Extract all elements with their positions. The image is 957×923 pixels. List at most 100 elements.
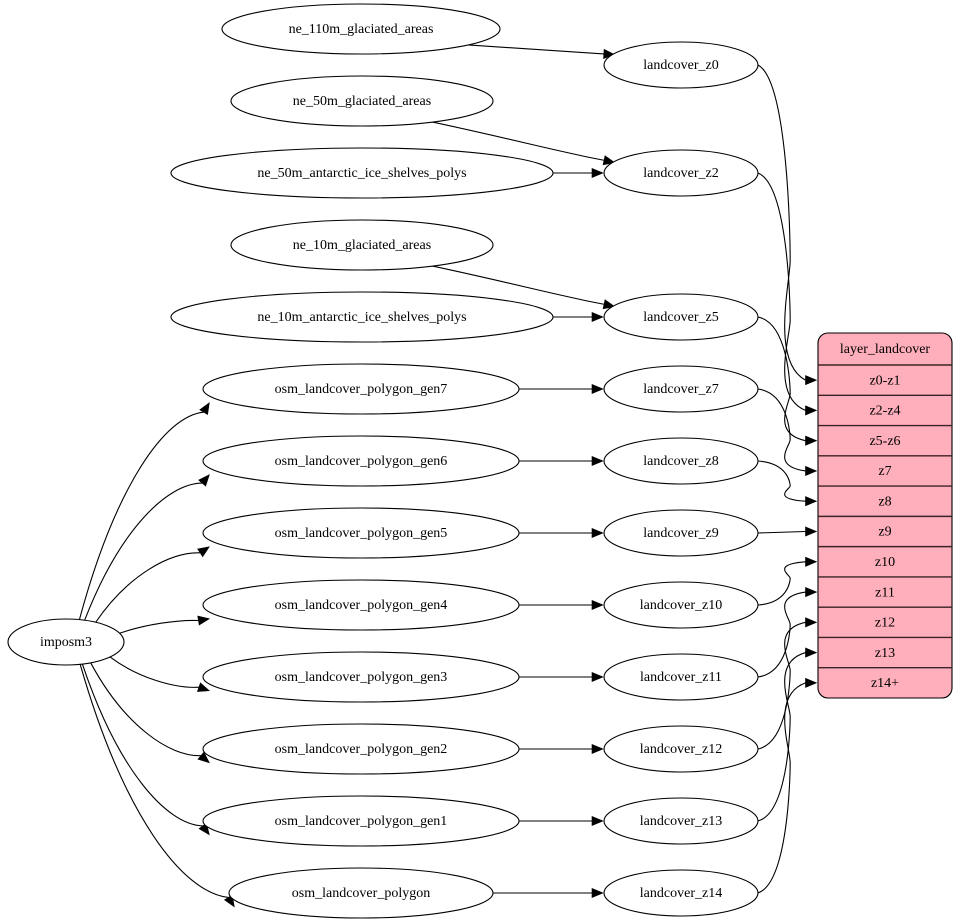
edge-line	[757, 561, 806, 606]
node-ellipse	[228, 867, 494, 919]
node-label: landcover_z10	[640, 598, 722, 613]
node-label: landcover_z5	[643, 310, 718, 325]
node-landcover_z10[interactable]: landcover_z10	[603, 581, 759, 629]
edge-arrowhead	[805, 465, 818, 477]
node-ne_110m_glaciated_areas[interactable]: ne_110m_glaciated_areas	[221, 3, 501, 55]
edge-landcover_z7-to-row-z7	[757, 388, 818, 477]
node-landcover_z8[interactable]: landcover_z8	[603, 437, 759, 485]
node-label: osm_landcover_polygon	[292, 886, 430, 901]
edge-line	[757, 591, 806, 678]
edge-line	[90, 662, 201, 757]
node-landcover_z11[interactable]: landcover_z11	[603, 653, 759, 701]
node-ellipse	[603, 581, 759, 629]
node-label: landcover_z13	[640, 814, 722, 829]
node-ellipse	[202, 579, 520, 631]
node-ellipse	[603, 365, 759, 413]
edge-osm_landcover_polygon_gen3-to-landcover_z11	[519, 671, 604, 683]
node-ne_10m_antarctic_ice_shelves_polys[interactable]: ne_10m_antarctic_ice_shelves_polys	[170, 291, 554, 343]
edge-arrowhead	[196, 682, 211, 692]
edge-arrowhead	[805, 556, 818, 567]
table-row-label: z10	[875, 555, 895, 570]
node-ellipse	[202, 435, 520, 487]
edge-arrowhead	[805, 526, 818, 537]
node-landcover_z14[interactable]: landcover_z14	[603, 869, 759, 917]
edge-arrowhead	[591, 527, 604, 539]
table-row-label: z14+	[871, 676, 899, 691]
table-row-label: z7	[878, 464, 891, 479]
edge-landcover_z2-to-row-z2-z4	[757, 172, 818, 416]
node-ellipse	[603, 509, 759, 557]
table-row-label: z8	[878, 494, 891, 509]
edge-imposm3-to-osm_landcover_polygon_gen1	[81, 663, 210, 836]
node-ellipse	[603, 797, 759, 845]
node-label: osm_landcover_polygon_gen4	[275, 598, 448, 613]
edge-line	[757, 652, 806, 822]
edge-osm_landcover_polygon-to-landcover_z14	[493, 887, 604, 899]
node-label: osm_landcover_polygon_gen6	[275, 454, 448, 469]
node-ellipse	[170, 291, 554, 343]
edge-landcover_z14-to-row-z14plus	[757, 677, 818, 894]
table-row-label: z9	[878, 525, 891, 540]
edge-arrowhead	[197, 751, 210, 764]
node-label: ne_10m_glaciated_areas	[293, 238, 431, 253]
node-ne_10m_glaciated_areas[interactable]: ne_10m_glaciated_areas	[230, 219, 494, 271]
node-osm_landcover_polygon_gen4[interactable]: osm_landcover_polygon_gen4	[202, 579, 520, 631]
edge-line	[757, 460, 806, 502]
edge-osm_landcover_polygon_gen6-to-landcover_z8	[519, 455, 604, 467]
edge-arrowhead	[591, 671, 604, 683]
nodes-layer: imposm3 ne_110m_glaciated_areas ne_50m_gla…	[7, 3, 759, 919]
node-landcover_z12[interactable]: landcover_z12	[603, 725, 759, 773]
edge-line	[757, 388, 806, 472]
node-ne_50m_glaciated_areas[interactable]: ne_50m_glaciated_areas	[230, 75, 494, 127]
node-label: landcover_z12	[640, 742, 722, 757]
edge-arrowhead	[591, 743, 604, 755]
node-label: landcover_z9	[643, 526, 718, 541]
node-osm_landcover_polygon_gen3[interactable]: osm_landcover_polygon_gen3	[202, 651, 520, 703]
node-ellipse	[230, 219, 494, 271]
node-label: imposm3	[40, 635, 92, 650]
layer-landcover-table: layer_landcoverz0-z1z2-z4z5-z6z7z8z9z10z…	[817, 332, 953, 699]
node-landcover_z2[interactable]: landcover_z2	[603, 149, 759, 197]
edge-arrowhead	[198, 474, 210, 487]
node-label: landcover_z0	[643, 58, 718, 73]
edge-line	[757, 172, 806, 411]
edge-arrowhead	[805, 647, 818, 658]
edge-arrowhead	[591, 455, 604, 467]
edge-imposm3-to-osm_landcover_polygon_gen5	[95, 546, 210, 623]
node-landcover_z7[interactable]: landcover_z7	[603, 365, 759, 413]
edge-imposm3-to-osm_landcover_polygon_gen4	[119, 615, 211, 634]
edge-arrowhead	[805, 375, 818, 386]
edge-landcover_z12-to-row-z12	[757, 617, 818, 750]
edge-arrowhead	[805, 617, 818, 628]
node-osm_landcover_polygon[interactable]: osm_landcover_polygon	[228, 867, 494, 919]
edge-imposm3-to-osm_landcover_polygon_gen3	[109, 656, 211, 692]
node-landcover_z0[interactable]: landcover_z0	[603, 41, 759, 89]
edge-osm_landcover_polygon_gen1-to-landcover_z13	[519, 815, 604, 827]
edge-line	[757, 316, 806, 442]
node-ne_50m_antarctic_ice_shelves_polys[interactable]: ne_50m_antarctic_ice_shelves_polys	[170, 147, 554, 199]
edge-arrowhead	[591, 887, 604, 899]
node-landcover_z13[interactable]: landcover_z13	[603, 797, 759, 845]
edge-ne_10m_antarctic_ice_shelves_polys-to-landcover_z5	[553, 311, 604, 323]
edge-line	[468, 44, 604, 55]
node-landcover_z9[interactable]: landcover_z9	[603, 509, 759, 557]
table-header-label: layer_landcover	[840, 342, 931, 357]
node-osm_landcover_polygon_gen7[interactable]: osm_landcover_polygon_gen7	[202, 363, 520, 415]
edge-landcover_z8-to-row-z8	[757, 460, 818, 507]
edge-osm_landcover_polygon_gen5-to-landcover_z9	[519, 527, 604, 539]
node-imposm3[interactable]: imposm3	[7, 618, 125, 666]
edge-osm_landcover_polygon_gen4-to-landcover_z10	[519, 599, 604, 611]
node-landcover_z5[interactable]: landcover_z5	[603, 293, 759, 341]
node-ellipse	[603, 653, 759, 701]
node-label: landcover_z7	[643, 382, 718, 397]
node-osm_landcover_polygon_gen5[interactable]: osm_landcover_polygon_gen5	[202, 507, 520, 559]
table-row-label: z13	[875, 646, 895, 661]
edge-landcover_z9-to-row-z9	[757, 526, 818, 537]
edge-line	[79, 664, 229, 899]
edge-line	[757, 530, 806, 534]
edge-line	[78, 411, 204, 620]
node-osm_landcover_polygon_gen1[interactable]: osm_landcover_polygon_gen1	[202, 795, 520, 847]
node-osm_landcover_polygon_gen2[interactable]: osm_landcover_polygon_gen2	[202, 723, 520, 775]
node-osm_landcover_polygon_gen6[interactable]: osm_landcover_polygon_gen6	[202, 435, 520, 487]
